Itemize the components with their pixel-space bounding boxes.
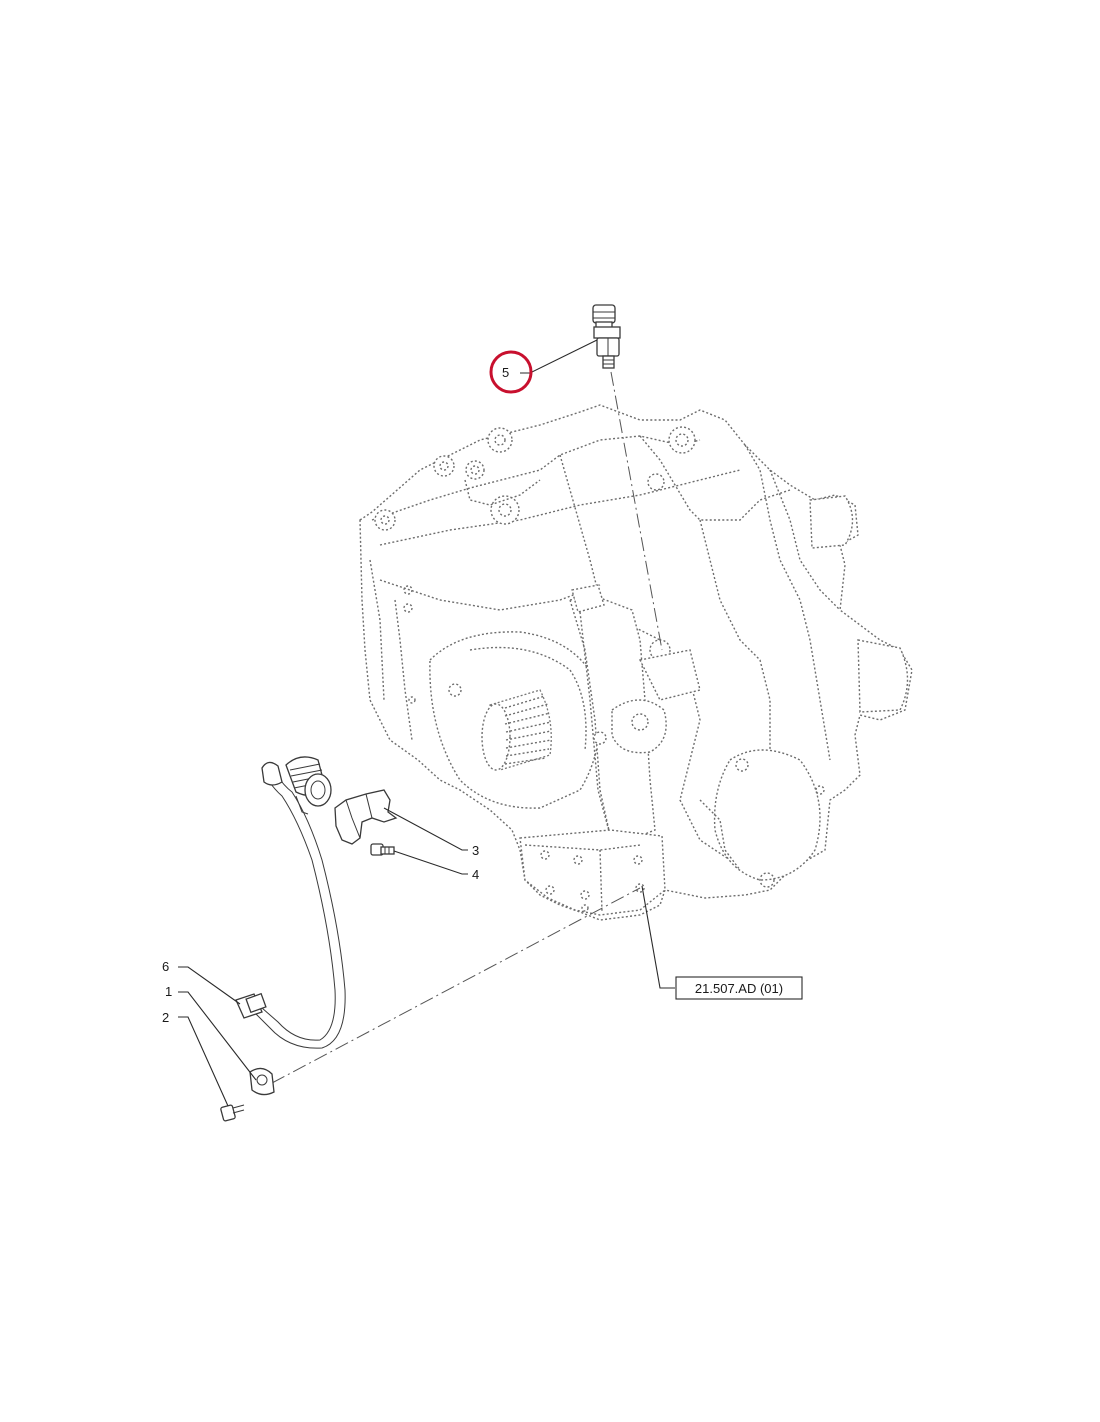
part-3-bracket bbox=[334, 789, 398, 845]
callout-labels: 5 3 4 6 1 2 bbox=[162, 350, 533, 1025]
wiring-harness bbox=[220, 756, 346, 1122]
transmission-housing bbox=[359, 404, 913, 921]
leader-3 bbox=[383, 807, 468, 851]
bracket-assembly-line bbox=[271, 887, 641, 1084]
callout-6: 6 bbox=[162, 959, 169, 974]
assembly-lines bbox=[271, 371, 663, 1084]
callout-2: 2 bbox=[162, 1010, 169, 1025]
leader-ref bbox=[641, 885, 675, 989]
leader-2 bbox=[178, 1016, 229, 1107]
callout-1: 1 bbox=[165, 984, 172, 999]
reference-label: 21.507.AD (01) bbox=[695, 981, 783, 996]
part-4-screw bbox=[370, 843, 395, 856]
sensor-5-assembly-line bbox=[610, 371, 663, 651]
leader-4 bbox=[393, 850, 468, 875]
leader-6 bbox=[178, 966, 241, 1005]
callout-5: 5 bbox=[502, 365, 509, 380]
part-5-pressure-sensor bbox=[592, 304, 621, 369]
reference-box: 21.507.AD (01) bbox=[675, 976, 803, 1000]
callout-3: 3 bbox=[472, 843, 479, 858]
highlight-ring bbox=[489, 350, 533, 394]
leader-1 bbox=[178, 991, 257, 1081]
leader-lines bbox=[178, 339, 675, 1107]
callout-4: 4 bbox=[472, 867, 479, 882]
